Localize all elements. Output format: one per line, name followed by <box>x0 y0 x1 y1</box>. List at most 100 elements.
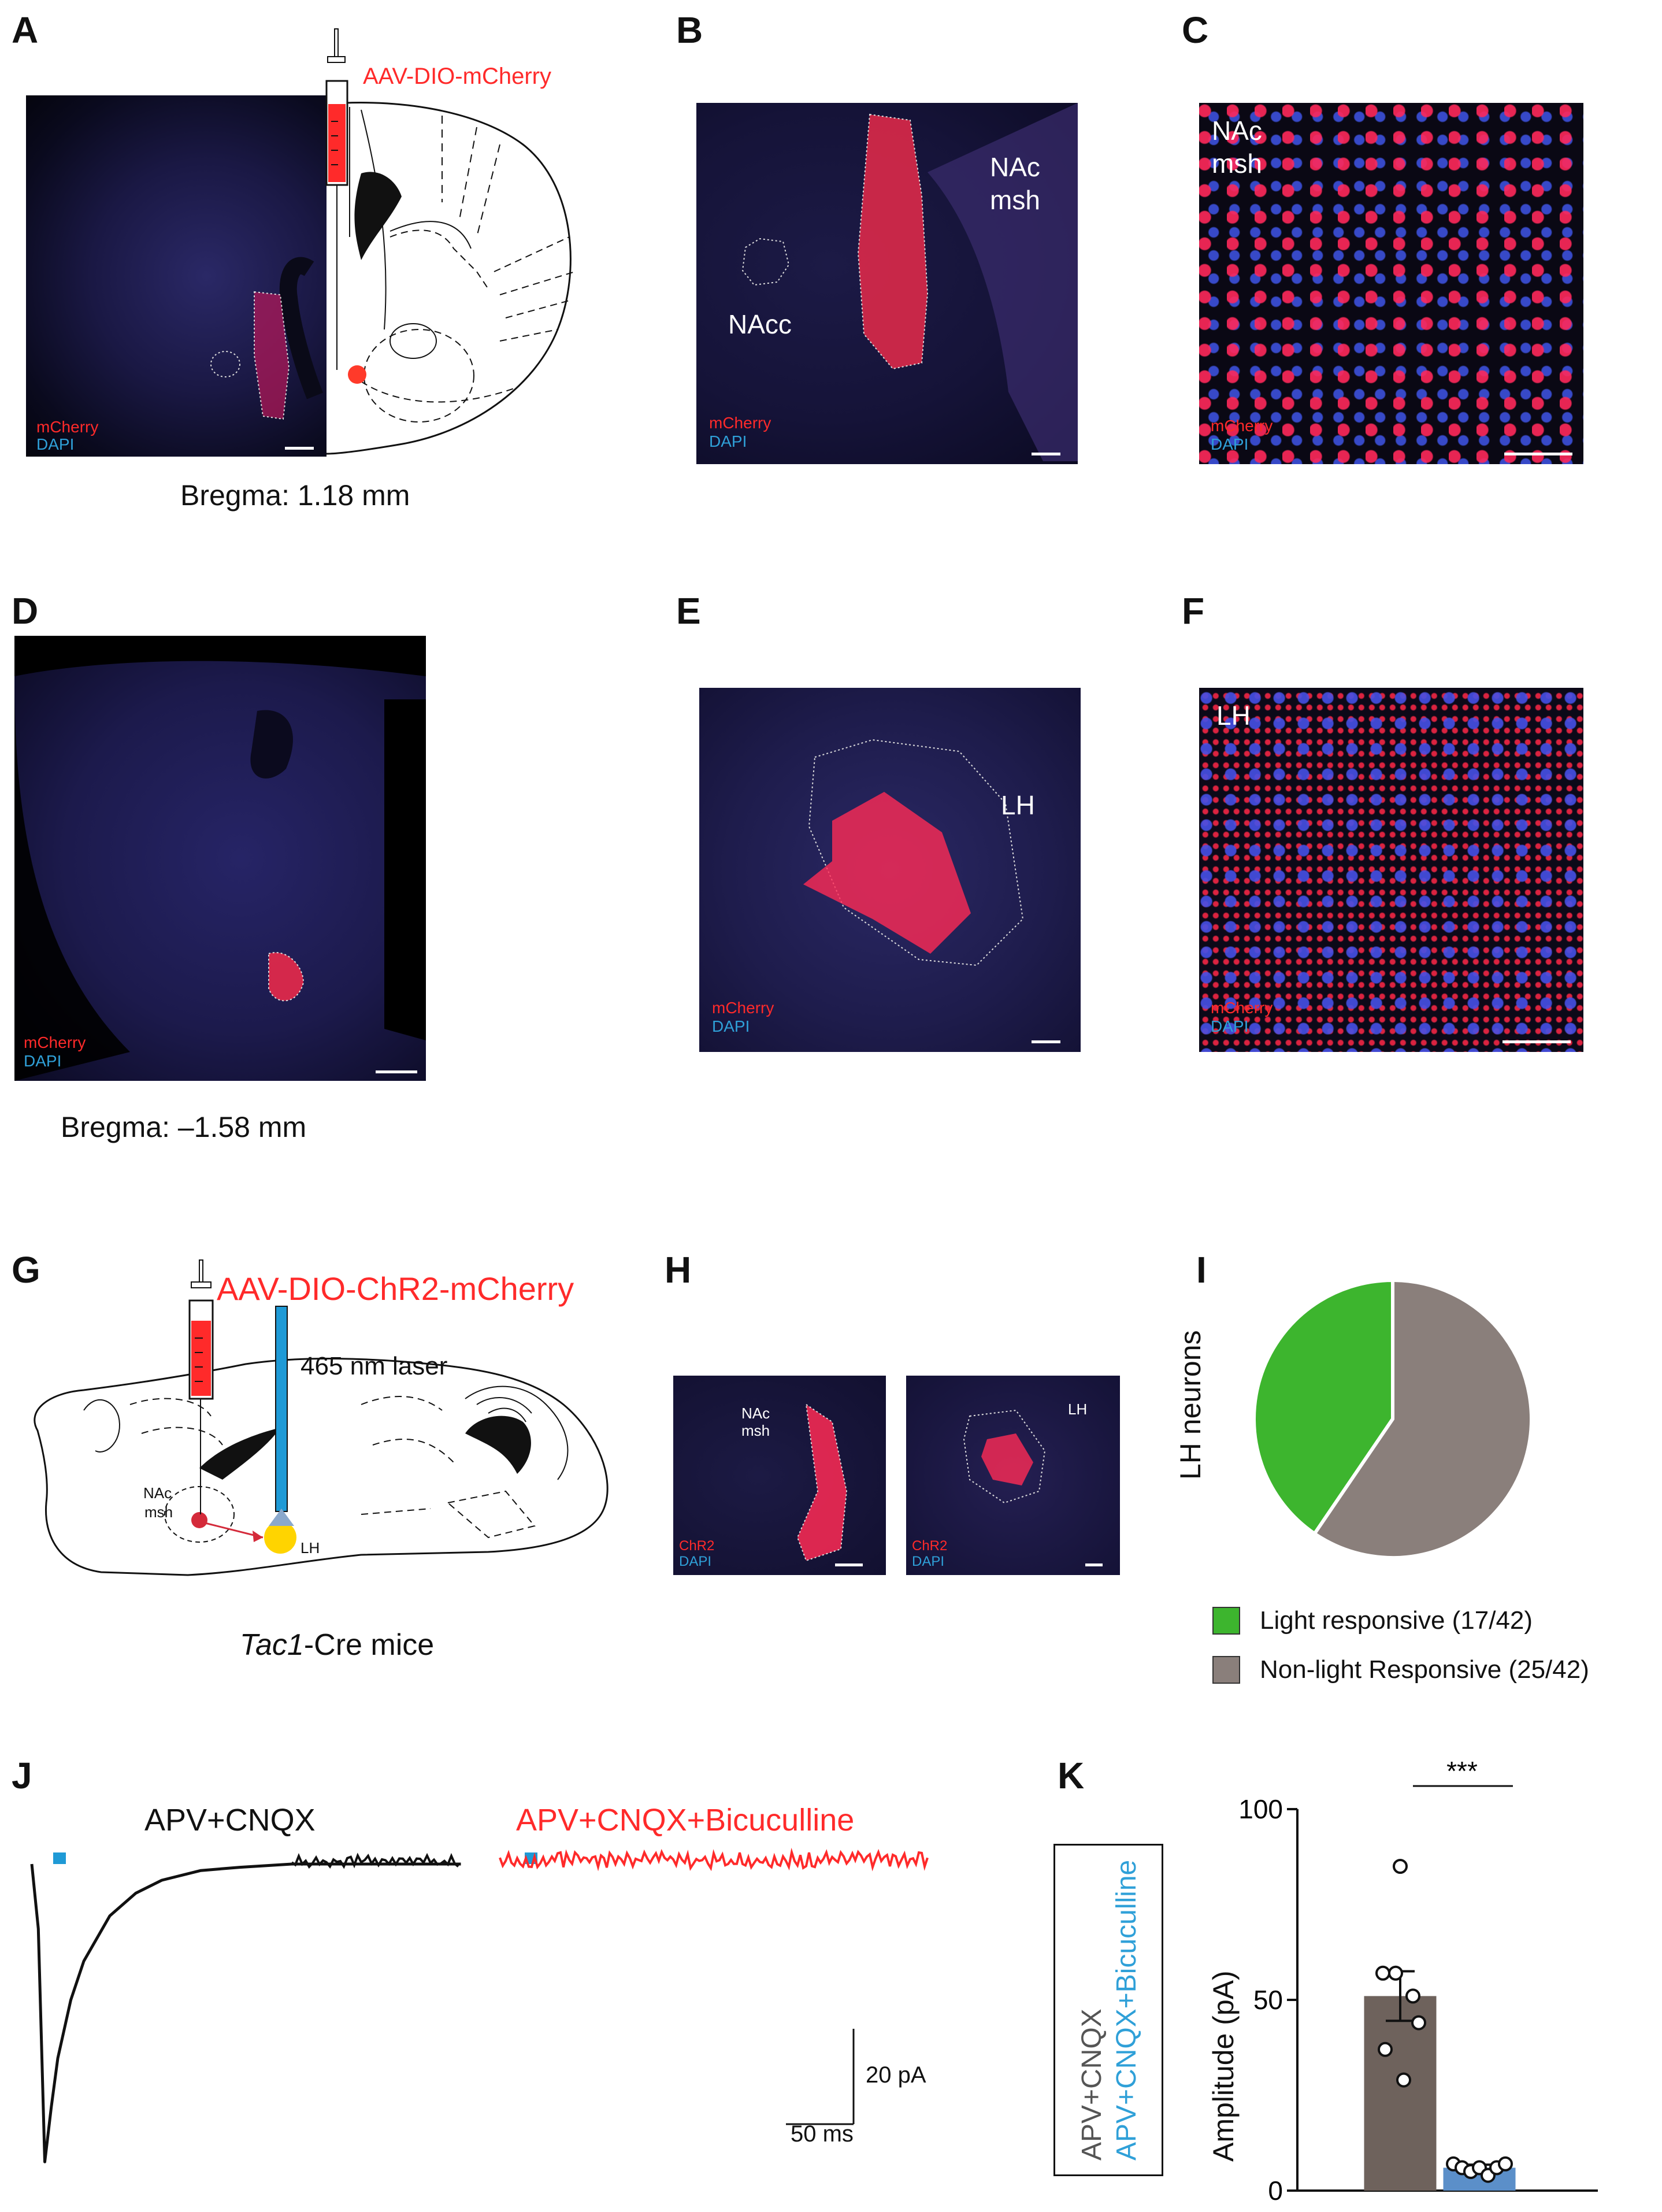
sagittal-schematic <box>34 1259 609 1576</box>
panel-h-right-lh: LH <box>1068 1400 1088 1418</box>
nac-msh-mcherry <box>858 114 928 369</box>
panel-label-h: H <box>665 1249 692 1291</box>
panel-a-bregma: Bregma: 1.18 mm <box>180 479 410 512</box>
panel-h-right-stain-chr2: ChR2 <box>912 1538 948 1554</box>
panel-label-c: C <box>1182 9 1209 51</box>
panel-d-stain-mcherry: mCherry <box>24 1033 86 1051</box>
bar-legend-bicuculline: APV+CNQX+Bicuculline <box>1111 1859 1142 2161</box>
panel-label-i: I <box>1196 1249 1207 1291</box>
scale-bar-x <box>786 2123 854 2125</box>
panel-f-region-lh: LH <box>1216 701 1251 731</box>
panel-f-micrograph: LH mCherry DAPI <box>1199 688 1583 1052</box>
bar-legend-apv-cnqx: APV+CNQX <box>1077 2009 1107 2161</box>
injection-site <box>348 365 366 384</box>
trace-label-bicuculline: APV+CNQX+Bicuculline <box>516 1803 855 1837</box>
bar-chart: 0 50 100 *** <box>1238 1756 1598 2206</box>
panel-d-stain-dapi: DAPI <box>24 1052 62 1070</box>
nac-injection-site <box>191 1512 207 1528</box>
scale-bar-y <box>852 2029 855 2124</box>
trace-bicuculline <box>499 1847 929 1872</box>
panel-b-stain-mcherry: mCherry <box>709 414 771 432</box>
panel-a-overlay <box>210 257 323 420</box>
nac-mcherry-region <box>254 292 289 419</box>
bar-axis <box>1296 1809 1598 2192</box>
panel-d-bregma: Bregma: –1.58 mm <box>61 1111 307 1143</box>
scale-bar <box>1032 1040 1060 1043</box>
data-point <box>1375 1965 1390 1981</box>
panel-label-d: D <box>12 590 39 632</box>
panel-c-micrograph: NAc msh mCherry DAPI <box>1199 103 1583 464</box>
panel-d-micrograph: mCherry DAPI <box>14 636 426 1081</box>
panel-e-stain-mcherry: mCherry <box>712 999 774 1017</box>
trace-label-apv-cnqx: APV+CNQX <box>144 1803 316 1837</box>
panel-c-region-nac: NAc <box>1212 116 1262 146</box>
panel-f-stain-mcherry: mCherry <box>1211 999 1273 1017</box>
y-tick-label: 100 <box>1238 1794 1283 1824</box>
panel-b-region-nac: NAc <box>990 152 1040 182</box>
pie-legend-swatch <box>1212 1607 1240 1635</box>
scale-x-label: 50 ms <box>791 2121 854 2147</box>
panel-g-lh-label: LH <box>301 1539 320 1557</box>
pie-legend-swatch <box>1212 1656 1240 1684</box>
panel-c-region-msh: msh <box>1212 149 1262 179</box>
pie-slice-0 <box>1252 1278 1394 1536</box>
lh-target <box>264 1521 296 1554</box>
scale-bar <box>1085 1563 1103 1566</box>
panel-a-micrograph: mCherry DAPI <box>26 95 327 457</box>
bar-ylabel: Amplitude (pA) <box>1207 1970 1240 2162</box>
panel-e-stain-dapi: DAPI <box>712 1017 750 1035</box>
pie-legend-label: Light responsive (17/42) <box>1260 1606 1533 1635</box>
panel-c-stain-dapi: DAPI <box>1211 435 1249 453</box>
panel-b-region-nacc: NAcc <box>728 309 792 339</box>
panel-f-stain-dapi: DAPI <box>1211 1017 1249 1035</box>
scale-bar <box>1032 453 1060 455</box>
panel-h-left-stain-chr2: ChR2 <box>679 1538 715 1554</box>
panel-g-mouse-label: Tac1-Cre mice <box>240 1628 435 1662</box>
current-traces <box>30 1847 929 2163</box>
panel-b-micrograph: NAc msh NAcc mCherry DAPI <box>696 103 1078 464</box>
panel-g-laser-label: 465 nm laser <box>301 1352 448 1380</box>
data-point <box>1405 1988 1420 2004</box>
panel-label-g: G <box>12 1249 40 1291</box>
pie-legend-label: Non-light Responsive (25/42) <box>1260 1655 1589 1684</box>
panel-label-b: B <box>676 9 703 51</box>
bar-0 <box>1364 1996 1437 2191</box>
y-tick-label: 50 <box>1253 1985 1283 2015</box>
pie-chart <box>1252 1278 1533 1559</box>
data-point <box>1396 2072 1411 2088</box>
brain-atlas-coronal <box>325 28 576 455</box>
lh-mcherry-region <box>269 953 303 1001</box>
light-pulse-marker <box>53 1852 66 1864</box>
panel-h-left-stain-dapi: DAPI <box>679 1554 712 1569</box>
data-point <box>1393 1859 1408 1874</box>
scale-bar <box>1504 453 1572 455</box>
panel-g-nac-label: NAc <box>143 1484 172 1502</box>
data-point <box>1411 2015 1426 2031</box>
panel-c-stain-mcherry: mCherry <box>1211 417 1273 435</box>
trace-apv-cnqx <box>30 1862 461 2163</box>
lh-terminals <box>803 792 971 954</box>
panel-label-j: J <box>12 1755 32 1796</box>
panel-g-msh-label: msh <box>144 1503 173 1521</box>
panel-a-stain-dapi: DAPI <box>36 435 75 453</box>
scale-bar <box>285 447 314 450</box>
scale-bar <box>1503 1040 1571 1043</box>
ventricle <box>354 172 402 260</box>
panel-e-region-lh: LH <box>1001 790 1035 820</box>
pie-ylabel: LH neurons <box>1174 1330 1207 1480</box>
data-point <box>1378 2041 1393 2057</box>
panel-g-virus-label: AAV-DIO-ChR2-mCherry <box>217 1270 574 1307</box>
panel-h-right-stain-dapi: DAPI <box>912 1554 945 1569</box>
panel-b-stain-dapi: DAPI <box>709 432 747 450</box>
significance-stars: *** <box>1446 1756 1478 1786</box>
optic-fiber-icon <box>275 1306 288 1512</box>
ventricle <box>199 1428 280 1480</box>
panel-h-left-micrograph: NAc msh ChR2 DAPI <box>673 1376 886 1575</box>
panel-label-a: A <box>12 9 39 51</box>
scale-y-label: 20 pA <box>866 2062 926 2088</box>
y-tick-label: 0 <box>1268 2176 1283 2206</box>
scale-bar <box>376 1070 417 1073</box>
scale-bar <box>835 1563 863 1566</box>
panel-h-left-msh: msh <box>741 1422 770 1439</box>
